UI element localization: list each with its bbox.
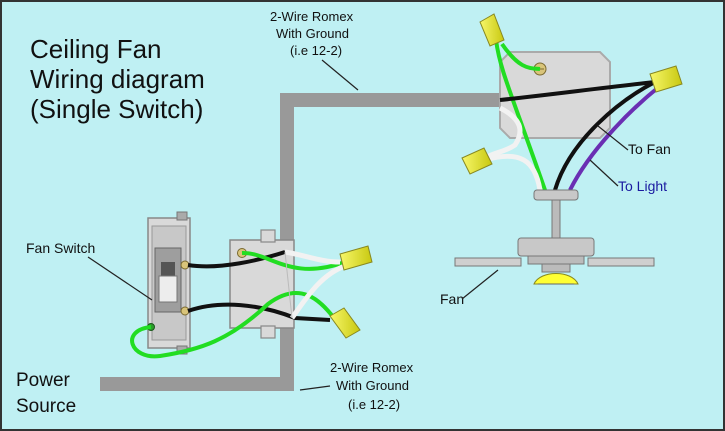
- wire-nut-ground: [329, 307, 361, 339]
- fan-switch-pointer: [87, 256, 153, 301]
- romex-bottom-label: 2-Wire Romex With Ground (i.e 12-2): [299, 360, 414, 412]
- to-light-label: To Light: [618, 178, 667, 194]
- title-line1: Ceiling Fan: [30, 34, 162, 64]
- switch-wire-nuts: [329, 245, 373, 339]
- switch-toggle[interactable]: [158, 275, 178, 303]
- power-cable: [100, 324, 294, 391]
- ceiling-ground-jumper: [500, 42, 541, 71]
- wire-nut-ceiling-hot: [649, 65, 683, 93]
- ceiling-fan: [454, 189, 655, 285]
- romex-bottom-line3: (i.e 12-2): [348, 397, 400, 412]
- switch-screw-bottom-icon: [180, 306, 190, 316]
- to-fan-pointer: [597, 125, 629, 151]
- title-line3: (Single Switch): [30, 94, 203, 124]
- switch-screw-top-icon: [180, 260, 190, 270]
- fan-switch[interactable]: [147, 211, 191, 355]
- fan-label: Fan: [440, 291, 464, 307]
- ceiling-wire-nuts: [461, 13, 683, 175]
- romex-top-label: 2-Wire Romex With Ground (i.e 12-2): [270, 9, 359, 91]
- switch-hot-top: [187, 250, 286, 269]
- title-line2: Wiring diagram: [30, 64, 205, 94]
- switch-wiring: [130, 249, 346, 359]
- romex-top-line3: (i.e 12-2): [290, 43, 342, 58]
- romex-cable: [100, 93, 500, 391]
- to-fan-label: To Fan: [628, 141, 671, 157]
- neutral-wire-b: [289, 263, 346, 320]
- ceiling-ground-wire: [494, 39, 547, 191]
- power-source-line2: Source: [16, 396, 76, 417]
- diagram-title: Ceiling Fan Wiring diagram (Single Switc…: [30, 34, 205, 124]
- romex-bottom-line2: With Ground: [336, 378, 409, 393]
- fan-hot-wire: [553, 80, 656, 191]
- switch-ground-wire: [130, 291, 336, 359]
- fan-pointer: [461, 269, 499, 300]
- wire-nut-neutral: [339, 245, 373, 271]
- romex-top-line2: With Ground: [276, 26, 349, 41]
- romex-top-line1: 2-Wire Romex: [270, 9, 354, 24]
- romex-bottom-pointer: [299, 385, 331, 391]
- fan-blade-right: [587, 257, 655, 267]
- power-source-line1: Power: [16, 370, 71, 391]
- light-wire: [568, 84, 662, 191]
- ceiling-hot-wire: [499, 80, 656, 102]
- fan-canopy: [533, 189, 579, 201]
- switch-to-ceiling-cable: [280, 93, 500, 246]
- romex-top-pointer: [321, 59, 359, 91]
- to-light-pointer: [589, 159, 619, 187]
- wire-nut-ceiling-neutral: [461, 147, 493, 175]
- fan-neutral-wire: [484, 153, 543, 191]
- fan-motor: [517, 237, 595, 257]
- fan-downrod: [551, 199, 561, 241]
- fan-light-bulb-icon: [533, 273, 579, 285]
- wire-nut-ceiling-ground: [479, 13, 505, 47]
- ceiling-wiring: [483, 39, 662, 191]
- romex-bottom-line1: 2-Wire Romex: [330, 360, 414, 375]
- neutral-wire-a: [284, 249, 341, 265]
- ceiling-neutral-wire: [483, 105, 523, 161]
- fan-blade-left: [454, 257, 522, 267]
- switch-ground-jumper: [241, 250, 346, 271]
- fan-switch-label: Fan Switch: [26, 240, 95, 256]
